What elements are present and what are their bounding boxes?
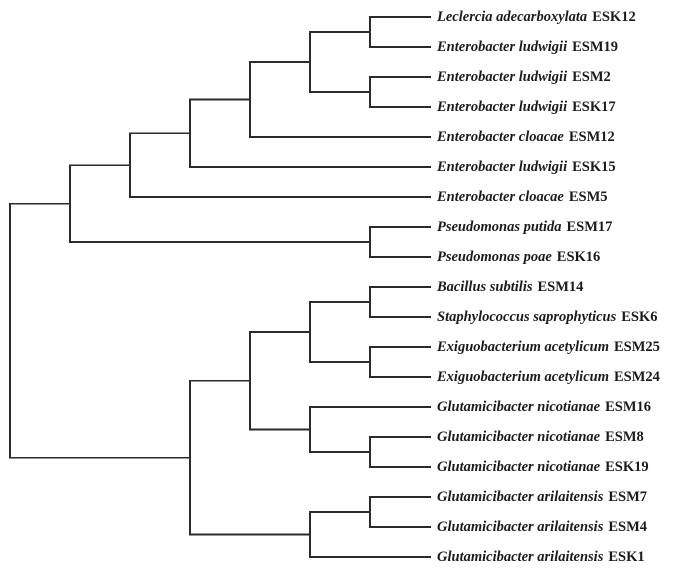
strain-code: ESK1 xyxy=(608,549,644,565)
taxon-label: Enterobacter cloacae ESM12 xyxy=(436,129,615,145)
species-name: Glutamicibacter nicotianae xyxy=(437,459,601,475)
species-name: Glutamicibacter nicotianae xyxy=(437,399,601,415)
species-name: Enterobacter ludwigii xyxy=(436,159,567,175)
taxon-label: Enterobacter ludwigii ESM19 xyxy=(436,39,618,55)
strain-code: ESM2 xyxy=(572,69,611,85)
strain-code: ESK19 xyxy=(605,459,649,475)
taxon-label: Bacillus subtilis ESM14 xyxy=(436,279,583,295)
species-name: Enterobacter ludwigii xyxy=(436,39,567,55)
strain-code: ESM7 xyxy=(608,489,647,505)
taxon-label: Enterobacter ludwigii ESK17 xyxy=(436,99,616,115)
strain-code: ESM19 xyxy=(572,39,618,55)
taxon-label: Leclercia adecarboxylata ESK12 xyxy=(436,9,636,25)
species-name: Glutamicibacter arilaitensis xyxy=(437,549,604,565)
strain-code: ESK17 xyxy=(572,99,616,115)
species-name: Pseudomonas poae xyxy=(437,249,552,265)
species-name: Glutamicibacter arilaitensis xyxy=(437,519,604,535)
taxon-label: Pseudomonas poae ESK16 xyxy=(437,249,600,265)
species-name: Staphylococcus saprophyticus xyxy=(437,309,617,325)
species-name: Bacillus subtilis xyxy=(436,279,533,295)
strain-code: ESM4 xyxy=(608,519,647,535)
species-name: Exiguobacterium acetylicum xyxy=(436,369,609,385)
strain-code: ESM5 xyxy=(569,189,608,205)
strain-code: ESK16 xyxy=(557,249,601,265)
species-name: Enterobacter cloacae xyxy=(436,129,564,145)
strain-code: ESM25 xyxy=(614,339,660,355)
strain-code: ESK15 xyxy=(572,159,616,175)
species-name: Pseudomonas putida xyxy=(437,219,561,235)
species-name: Leclercia adecarboxylata xyxy=(436,9,587,25)
strain-code: ESM24 xyxy=(614,369,660,385)
strain-code: ESK12 xyxy=(592,9,636,25)
strain-code: ESK6 xyxy=(621,309,657,325)
species-name: Glutamicibacter arilaitensis xyxy=(437,489,604,505)
strain-code: ESM8 xyxy=(605,429,644,445)
taxon-label: Exiguobacterium acetylicum ESM25 xyxy=(436,339,660,355)
taxon-label: Pseudomonas putida ESM17 xyxy=(437,219,612,235)
strain-code: ESM16 xyxy=(605,399,651,415)
taxon-label: Enterobacter ludwigii ESK15 xyxy=(436,159,616,175)
taxon-label: Enterobacter ludwigii ESM2 xyxy=(436,69,611,85)
strain-code: ESM14 xyxy=(538,279,584,295)
species-name: Enterobacter ludwigii xyxy=(436,99,567,115)
species-name: Exiguobacterium acetylicum xyxy=(436,339,609,355)
strain-code: ESM12 xyxy=(569,129,615,145)
taxon-label: Exiguobacterium acetylicum ESM24 xyxy=(436,369,660,385)
taxa-labels: Leclercia adecarboxylata ESK12Enterobacte… xyxy=(436,9,660,565)
species-name: Enterobacter cloacae xyxy=(436,189,564,205)
tree-branches xyxy=(9,16,431,558)
taxon-label: Enterobacter cloacae ESM5 xyxy=(436,189,608,205)
species-name: Enterobacter ludwigii xyxy=(436,69,567,85)
strain-code: ESM17 xyxy=(566,219,612,235)
species-name: Glutamicibacter nicotianae xyxy=(437,429,601,445)
